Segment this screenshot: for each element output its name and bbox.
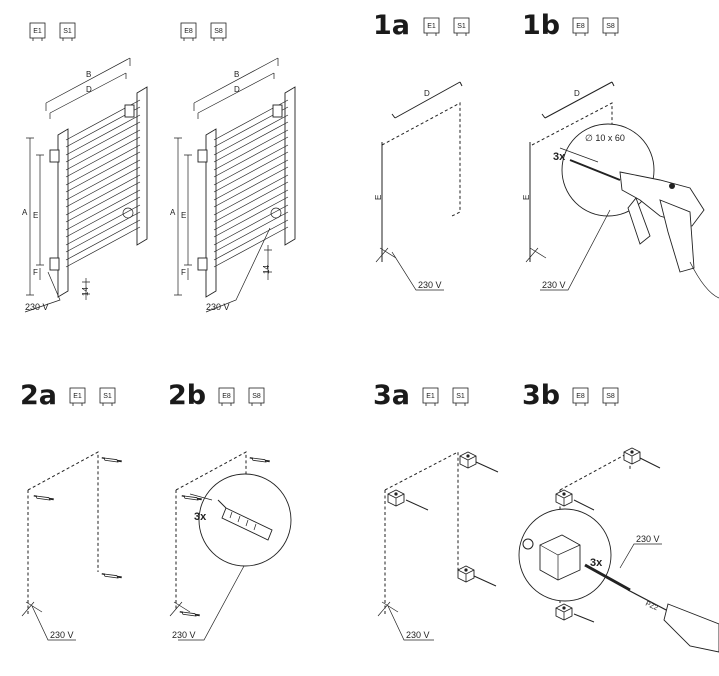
step-1b: 1b E8 S8 D E ∅ 10 x 60 3x 230 V bbox=[522, 10, 719, 299]
badge-s8: S8 bbox=[248, 387, 265, 407]
step-1b-label: 1b bbox=[522, 10, 560, 41]
bracket-icon bbox=[459, 451, 477, 469]
bracket-icon bbox=[555, 489, 573, 507]
badge-label: E1 bbox=[33, 28, 42, 35]
dim-e-label: E bbox=[374, 195, 383, 200]
badge-s8: S8 bbox=[602, 17, 619, 37]
badge-label: E8 bbox=[576, 393, 585, 400]
badge-e1: E1 bbox=[69, 387, 86, 407]
dim-f-label: F bbox=[181, 268, 186, 277]
drill-icon bbox=[569, 159, 719, 299]
overview-left-badges: E1 S1 bbox=[29, 22, 76, 42]
dim-a-label: A bbox=[22, 208, 28, 217]
bracket-icon bbox=[555, 603, 573, 621]
badge-e8: E8 bbox=[180, 22, 197, 42]
step-2a-label: 2a bbox=[20, 380, 57, 411]
badge-s1: S1 bbox=[452, 387, 469, 407]
badge-e8: E8 bbox=[218, 387, 235, 407]
step-2b-label: 2b bbox=[168, 380, 206, 411]
voltage-label: 230 V bbox=[172, 630, 196, 640]
badge-label: E1 bbox=[427, 23, 436, 30]
voltage-label: 230 V bbox=[206, 302, 230, 312]
overview-radiator-e1: E1 S1 B D A E F bbox=[22, 22, 148, 313]
badge-e8: E8 bbox=[572, 387, 589, 407]
badge-e1: E1 bbox=[422, 387, 439, 407]
wall-plug-icon bbox=[100, 450, 123, 469]
bracket-icon bbox=[623, 447, 641, 465]
overview-right-badges: E8 S8 bbox=[180, 22, 227, 42]
badge-s1: S1 bbox=[99, 387, 116, 407]
badge-label: S8 bbox=[214, 28, 223, 35]
step-1a-label: 1a bbox=[373, 10, 410, 41]
drill-spec-label: ∅ 10 x 60 bbox=[585, 133, 625, 143]
dim-a-label: A bbox=[170, 208, 176, 217]
dim-e-label: E bbox=[181, 211, 186, 220]
badge-e1: E1 bbox=[423, 17, 440, 37]
badge-label: S8 bbox=[606, 393, 615, 400]
wall-plug-icon bbox=[32, 488, 55, 507]
badge-label: S8 bbox=[606, 23, 615, 30]
step-3b: 3b E8 S8 3x PZ2 230 V bbox=[518, 380, 719, 653]
voltage-label: 230 V bbox=[636, 534, 660, 544]
quantity-label: 3x bbox=[194, 511, 207, 523]
step-3a-label: 3a bbox=[373, 380, 410, 411]
bracket-detail-icon bbox=[522, 534, 631, 592]
quantity-label: 3x bbox=[553, 151, 566, 163]
dim-d-label: D bbox=[424, 89, 430, 98]
wall-plug-icon bbox=[180, 488, 203, 507]
badge-e8: E8 bbox=[572, 17, 589, 37]
step-3a: 3a E1 S1 230 V bbox=[373, 380, 499, 641]
wall-plug-icon bbox=[100, 566, 123, 585]
dim-f-label: F bbox=[33, 268, 38, 277]
bracket-icon bbox=[387, 489, 405, 507]
dim-e-label: E bbox=[33, 211, 38, 220]
dim-b-label: B bbox=[234, 70, 239, 79]
badge-label: E8 bbox=[576, 23, 585, 30]
dim-b-label: B bbox=[86, 70, 91, 79]
quantity-label: 3x bbox=[590, 557, 603, 569]
dim-d-label: D bbox=[234, 85, 240, 94]
voltage-label: 230 V bbox=[542, 280, 566, 290]
badge-s1: S1 bbox=[453, 17, 470, 37]
screw-note: PZ2 bbox=[644, 600, 659, 612]
step-3b-label: 3b bbox=[522, 380, 560, 411]
step-2a: 2a E1 S1 230 V bbox=[20, 380, 123, 641]
voltage-label: 230 V bbox=[25, 302, 49, 312]
badge-label: E1 bbox=[73, 393, 82, 400]
badge-label: S8 bbox=[252, 393, 261, 400]
badge-label: E8 bbox=[222, 393, 231, 400]
dim-d-label: D bbox=[86, 85, 92, 94]
overview-radiator-e8: E8 S8 B D A E F 14 bbox=[170, 22, 296, 313]
badge-s8: S8 bbox=[210, 22, 227, 42]
dim-d-label: D bbox=[574, 89, 580, 98]
dim-e-label: E bbox=[522, 195, 531, 200]
badge-label: S1 bbox=[63, 28, 72, 35]
voltage-label: 230 V bbox=[406, 630, 430, 640]
badge-label: S1 bbox=[103, 393, 112, 400]
bracket-icon bbox=[457, 565, 475, 583]
radiator-tubes bbox=[65, 99, 141, 268]
wall-plug-icon bbox=[248, 450, 271, 469]
wall-plug-detail-icon bbox=[217, 499, 273, 541]
radiator-tubes bbox=[213, 99, 289, 268]
screwdriver-icon: PZ2 bbox=[627, 589, 719, 653]
badge-e1: E1 bbox=[29, 22, 46, 42]
step-2b: 2b E8 S8 3x 230 V bbox=[168, 380, 292, 641]
voltage-label: 230 V bbox=[418, 280, 442, 290]
badge-label: E8 bbox=[184, 28, 193, 35]
badge-label: E1 bbox=[426, 393, 435, 400]
dim-gap-label: 14 bbox=[81, 287, 90, 296]
voltage-label: 230 V bbox=[50, 630, 74, 640]
dim-gap-label: 14 bbox=[262, 265, 271, 274]
badge-s8: S8 bbox=[602, 387, 619, 407]
wall-plug-icon bbox=[178, 604, 201, 623]
badge-label: S1 bbox=[456, 393, 465, 400]
badge-s1: S1 bbox=[59, 22, 76, 42]
badge-label: S1 bbox=[457, 23, 466, 30]
step-1a: 1a E1 S1 D E 230 V bbox=[373, 10, 470, 291]
